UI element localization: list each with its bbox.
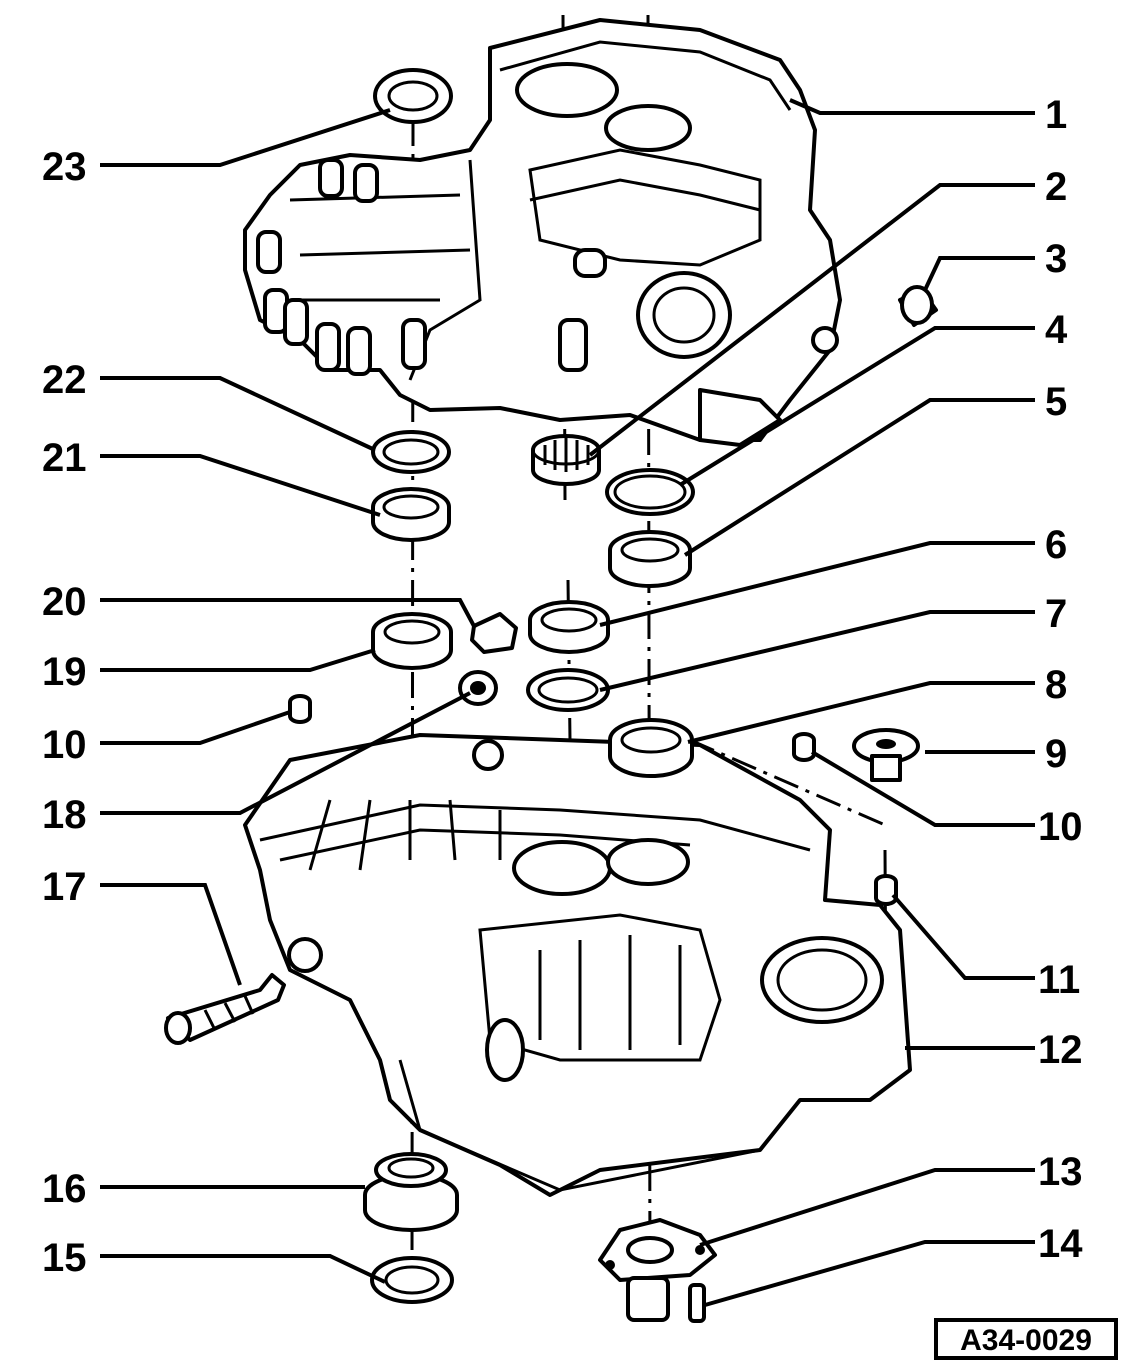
part-19-race — [371, 612, 453, 670]
part-21-race — [371, 487, 451, 542]
part-8-race — [608, 718, 694, 778]
leader-lines — [100, 98, 1035, 1307]
callout-14: 14 — [1038, 1222, 1083, 1266]
callout-17: 17 — [42, 865, 87, 909]
part-14-bolt — [688, 1283, 706, 1323]
part-22-ring — [371, 430, 451, 474]
part-5-race — [608, 530, 692, 588]
part-11-pin — [874, 874, 898, 906]
callout-15: 15 — [42, 1236, 87, 1280]
part-15-seal — [370, 1256, 454, 1304]
callout-10-right: 10 — [1038, 805, 1083, 849]
callout-7: 7 — [1045, 592, 1067, 636]
part-16-seal — [363, 1152, 459, 1232]
callout-labels: 1 2 3 4 5 6 7 8 9 10 10 11 12 13 14 15 1… — [42, 93, 1083, 1280]
callout-4: 4 — [1045, 308, 1068, 352]
lower-gearbox-housing — [243, 733, 912, 1197]
part-6-race — [528, 600, 610, 654]
part-18-bush — [458, 670, 498, 706]
part-13-cover — [598, 1218, 717, 1322]
part-20-cap — [470, 612, 518, 654]
callout-23: 23 — [42, 145, 87, 189]
callout-11: 11 — [1038, 958, 1080, 1002]
part-3-bush — [898, 285, 938, 327]
callout-19: 19 — [42, 650, 87, 694]
callout-22: 22 — [42, 358, 87, 402]
part-9-plug — [852, 728, 920, 782]
callout-13: 13 — [1038, 1150, 1083, 1194]
callout-10-left: 10 — [42, 723, 87, 767]
reference-code: A34-0029 — [960, 1324, 1092, 1357]
callout-20: 20 — [42, 580, 87, 624]
callout-18: 18 — [42, 793, 87, 837]
callout-16: 16 — [42, 1167, 87, 1211]
upper-gearbox-housing — [243, 18, 842, 447]
callout-6: 6 — [1045, 523, 1067, 567]
callout-3: 3 — [1045, 237, 1067, 281]
part-4-ring — [605, 468, 695, 516]
callout-8: 8 — [1045, 663, 1067, 707]
part-17-sensor — [164, 973, 286, 1045]
part-10-pin-left — [288, 694, 312, 724]
part-10-pin-right — [792, 732, 816, 762]
housing-studs — [256, 158, 607, 376]
callout-9: 9 — [1045, 732, 1067, 776]
callout-21: 21 — [42, 436, 87, 480]
callout-12: 12 — [1038, 1028, 1083, 1072]
part-7-ring — [526, 668, 610, 712]
part-23-seal — [373, 68, 453, 124]
callout-5: 5 — [1045, 380, 1067, 424]
callout-2: 2 — [1045, 165, 1067, 209]
callout-1: 1 — [1045, 93, 1067, 137]
reference-code-box: A34-0029 — [934, 1318, 1118, 1360]
part-2-bearing — [531, 434, 601, 486]
